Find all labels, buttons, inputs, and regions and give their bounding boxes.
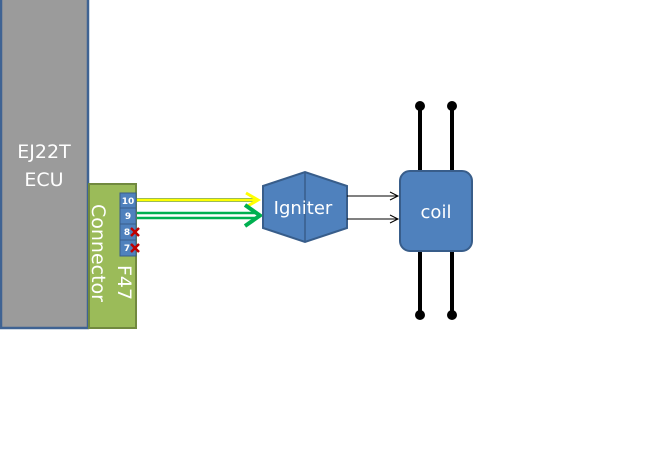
terminal-dot [447, 101, 457, 111]
ecu-box [0, 0, 90, 330]
connector-label-connector: Connector [87, 204, 109, 302]
pin-9: 9 [119, 207, 137, 225]
pin-number: 7 [124, 244, 130, 254]
unused-x-icon [130, 243, 140, 253]
unused-x-icon [130, 227, 140, 237]
wire-pin10-yellow [137, 191, 261, 209]
terminal-dot [415, 310, 425, 320]
coil-shape [399, 170, 473, 252]
arrow-head-icon [389, 191, 400, 201]
f47-connector: Connector F47 10 9 8 7 [87, 183, 140, 329]
ecu-label-line2: ECU [24, 169, 63, 191]
coil-block: coil [399, 170, 473, 252]
wire-pin9-green [137, 203, 264, 228]
igniter-label: Igniter [274, 198, 333, 219]
connector-label-f47: F47 [113, 265, 135, 300]
pin-10: 10 [119, 192, 137, 209]
pin-number: 10 [122, 197, 135, 207]
coil-label: coil [421, 202, 452, 223]
terminal-dot [415, 101, 425, 111]
coil-terminals [415, 101, 457, 320]
ecu-block: EJ22T ECU [0, 0, 90, 330]
arrow-head-icon [389, 214, 400, 224]
terminal-dot [447, 310, 457, 320]
pin-number: 8 [124, 228, 130, 238]
igniter-block: Igniter [262, 170, 348, 244]
igniter-to-coil-wire-2 [347, 214, 400, 224]
pin-number: 9 [125, 212, 131, 222]
igniter-to-coil-wire-1 [347, 191, 400, 201]
arrow-head-icon [245, 191, 261, 209]
pin-7: 7 [119, 239, 140, 257]
ecu-label-line1: EJ22T [17, 141, 71, 163]
arrow-head-icon [243, 203, 264, 228]
pin-8: 8 [119, 223, 140, 241]
